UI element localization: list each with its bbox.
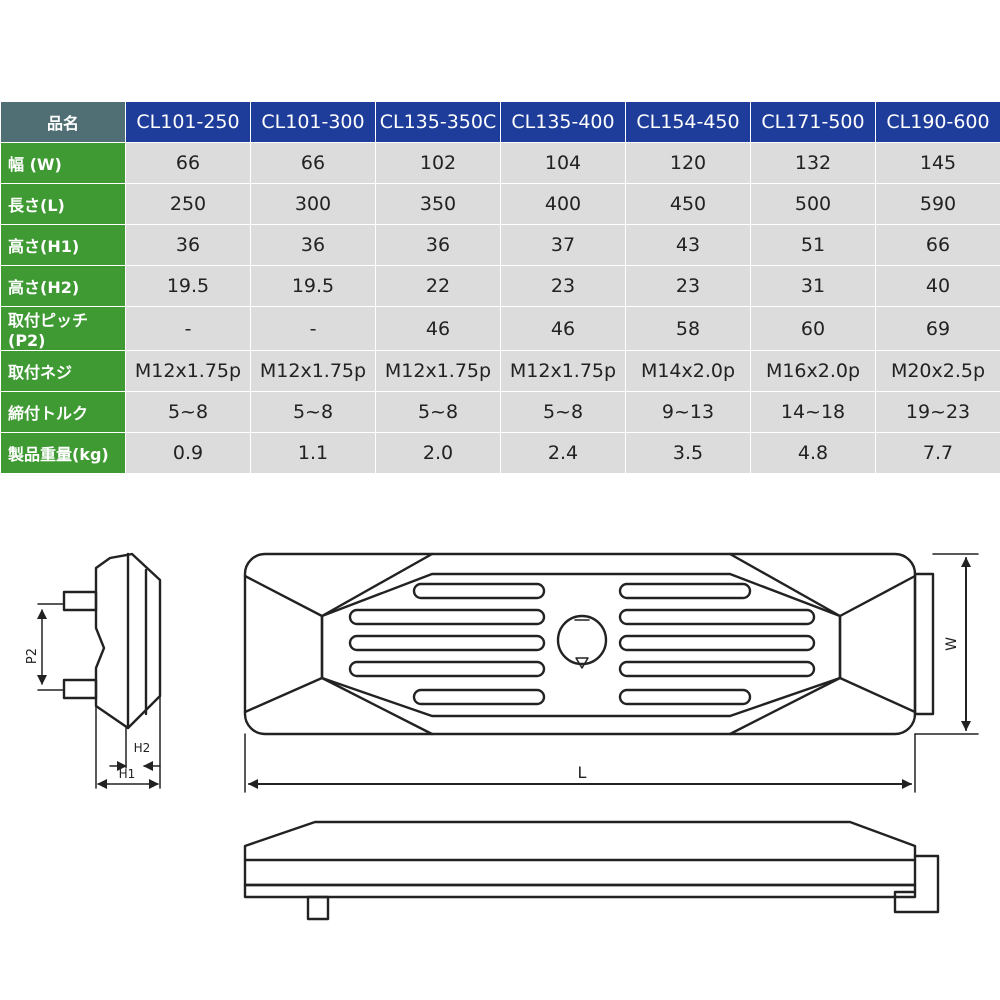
table-cell: 250	[125, 183, 251, 225]
label-w: W	[944, 637, 960, 651]
model-header: CL154-450	[625, 101, 751, 143]
table-cell: 5~8	[250, 391, 376, 433]
side-profile-view: P2 H2 H1	[25, 552, 162, 789]
table-cell: 1.1	[250, 432, 376, 474]
top-view: W L	[243, 552, 979, 793]
label-h1: H1	[119, 767, 136, 781]
table-cell: 66	[875, 224, 1000, 266]
table-cell: 40	[875, 265, 1000, 307]
label-l: L	[578, 763, 587, 782]
table-cell: 5~8	[375, 391, 501, 433]
model-header: CL135-350C	[375, 101, 501, 143]
table-cell: 0.9	[125, 432, 251, 474]
table-cell: 19.5	[125, 265, 251, 307]
table-cell: 450	[625, 183, 751, 225]
corner-label: 品名	[0, 101, 126, 143]
table-cell: 5~8	[125, 391, 251, 433]
row-label: 幅 (W)	[0, 142, 126, 184]
table-cell: 145	[875, 142, 1000, 184]
row-label: 取付ネジ	[0, 350, 126, 392]
table-cell: 9~13	[625, 391, 751, 433]
table-cell: M12x1.75p	[125, 350, 251, 392]
table-cell: 36	[125, 224, 251, 266]
table-cell: 350	[375, 183, 501, 225]
table-cell: 5~8	[500, 391, 626, 433]
table-cell: 7.7	[875, 432, 1000, 474]
table-cell: 66	[125, 142, 251, 184]
row-label: 高さ(H1)	[0, 224, 126, 266]
table-cell: 60	[750, 306, 876, 351]
front-view	[243, 820, 940, 921]
table-cell: 2.0	[375, 432, 501, 474]
table-cell: 37	[500, 224, 626, 266]
table-cell: 300	[250, 183, 376, 225]
table-cell: 43	[625, 224, 751, 266]
table-cell: 23	[500, 265, 626, 307]
table-cell: 51	[750, 224, 876, 266]
table-cell: 36	[250, 224, 376, 266]
table-cell: 4.8	[750, 432, 876, 474]
table-cell: 104	[500, 142, 626, 184]
model-header: CL101-300	[250, 101, 376, 143]
table-cell: 36	[375, 224, 501, 266]
table-cell: 14~18	[750, 391, 876, 433]
table-cell: 132	[750, 142, 876, 184]
table-cell: M16x2.0p	[750, 350, 876, 392]
table-cell: 22	[375, 265, 501, 307]
table-cell: M12x1.75p	[500, 350, 626, 392]
model-header: CL135-400	[500, 101, 626, 143]
table-cell: -	[250, 306, 376, 351]
table-cell: 46	[375, 306, 501, 351]
label-p2: P2	[25, 648, 40, 664]
table-cell: 3.5	[625, 432, 751, 474]
model-header: CL190-600	[875, 101, 1000, 143]
table-cell: M20x2.5p	[875, 350, 1000, 392]
row-label: 製品重量(kg)	[0, 432, 126, 474]
table-cell: 500	[750, 183, 876, 225]
table-cell: 590	[875, 183, 1000, 225]
table-cell: 102	[375, 142, 501, 184]
row-label: 締付トルク	[0, 391, 126, 433]
model-header: CL171-500	[750, 101, 876, 143]
row-label: 長さ(L)	[0, 183, 126, 225]
table-cell: 23	[625, 265, 751, 307]
table-cell: 58	[625, 306, 751, 351]
table-cell: 400	[500, 183, 626, 225]
table-cell: M14x2.0p	[625, 350, 751, 392]
table-cell: 66	[250, 142, 376, 184]
label-h2: H2	[134, 741, 151, 755]
technical-drawings: P2 H2 H1 W L	[25, 552, 979, 921]
table-cell: 69	[875, 306, 1000, 351]
table-cell: 19~23	[875, 391, 1000, 433]
table-cell: M12x1.75p	[375, 350, 501, 392]
table-cell: 120	[625, 142, 751, 184]
table-cell: M12x1.75p	[250, 350, 376, 392]
model-header: CL101-250	[125, 101, 251, 143]
table-cell: 46	[500, 306, 626, 351]
table-cell: -	[125, 306, 251, 351]
table-cell: 19.5	[250, 265, 376, 307]
row-label: 高さ(H2)	[0, 265, 126, 307]
row-label: 取付ピッチ(P2)	[0, 306, 126, 351]
table-cell: 2.4	[500, 432, 626, 474]
table-cell: 31	[750, 265, 876, 307]
